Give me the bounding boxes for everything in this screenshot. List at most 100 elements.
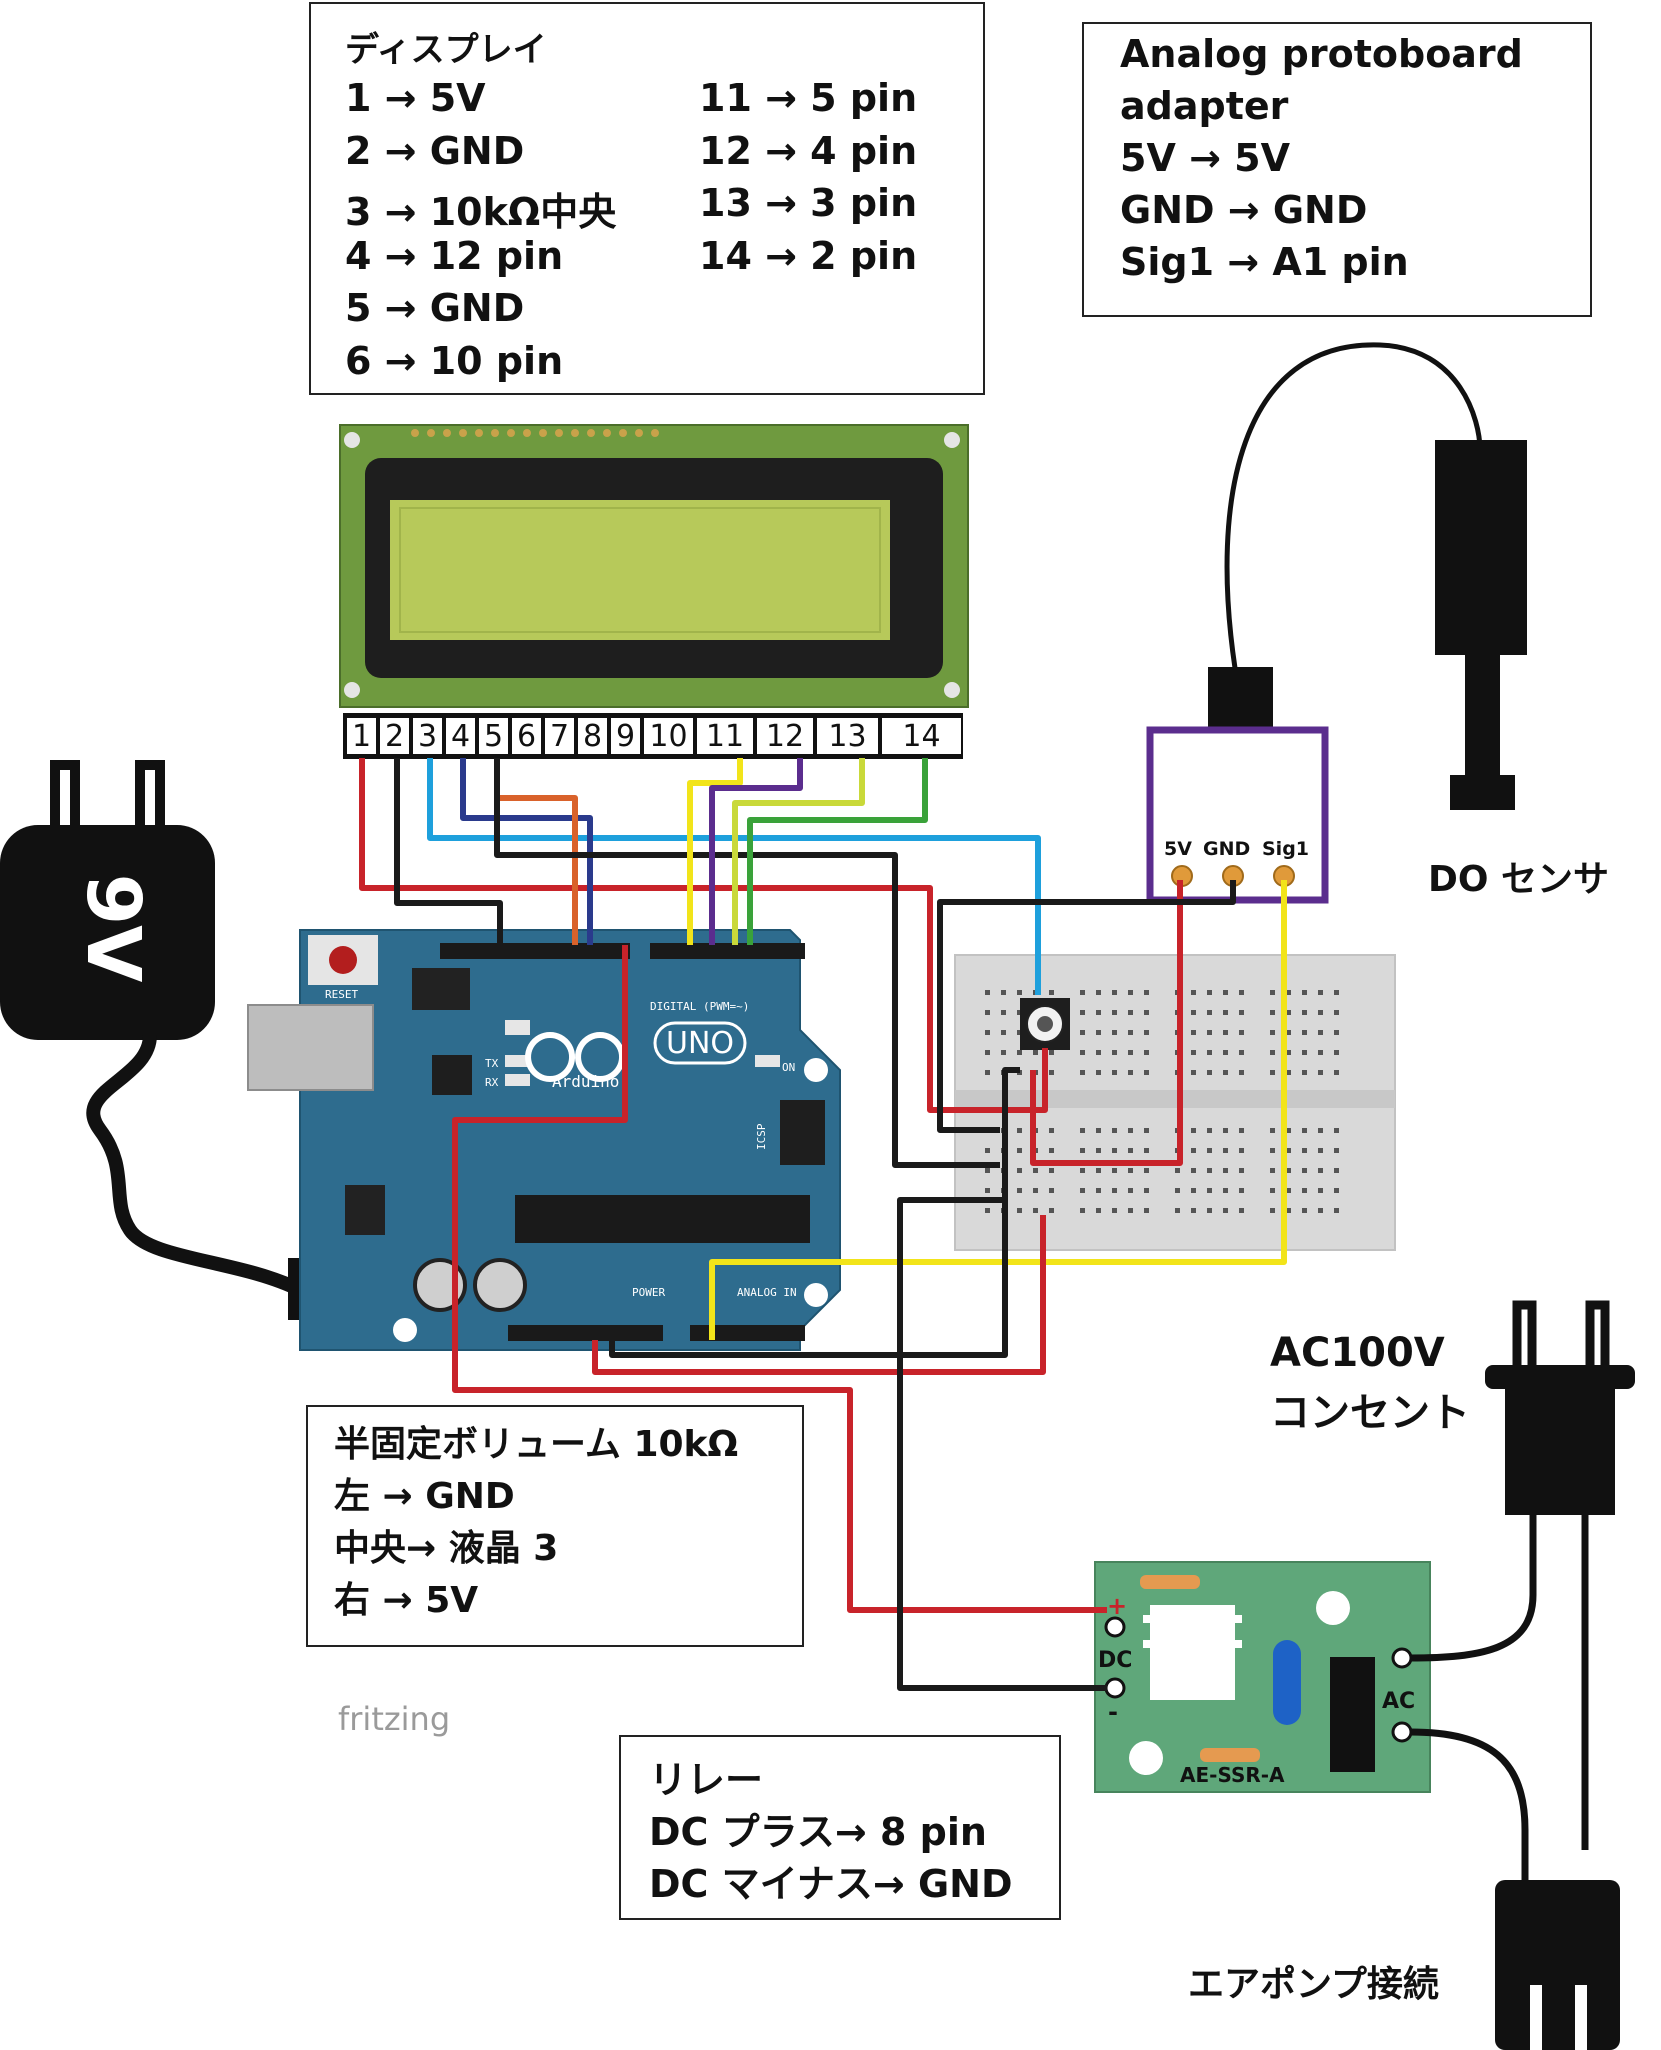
breadboard-hole — [1318, 1128, 1323, 1133]
potentiometer — [1020, 998, 1070, 1050]
display-left-line-2: 2 → GND — [345, 128, 525, 173]
breadboard-hole — [1207, 1168, 1212, 1173]
relay-line-2: DC プラス→ 8 pin — [649, 1810, 987, 1854]
breadboard-hole — [1286, 1188, 1291, 1193]
breadboard-hole — [1191, 1030, 1196, 1035]
arduino-rx-label: RX — [485, 1076, 499, 1089]
lcd-pin-box — [413, 718, 442, 754]
breadboard-hole — [1318, 1168, 1323, 1173]
breadboard-hole — [1175, 1208, 1180, 1213]
lcd-pin-box — [446, 718, 475, 754]
arduino-icsp-label: ICSP — [755, 1123, 768, 1150]
relay-name-label: AE-SSR-A — [1180, 1763, 1285, 1787]
breadboard-hole — [1080, 1208, 1085, 1213]
breadboard-hole — [1286, 1148, 1291, 1153]
lcd-top-pin — [619, 429, 627, 437]
breadboard-hole — [1080, 1168, 1085, 1173]
lcd-pin-label: 3 — [418, 719, 437, 754]
breadboard-hole — [1128, 1148, 1133, 1153]
yellow-wire — [687, 758, 743, 945]
adapter-line-2: adapter — [1120, 84, 1289, 128]
breadboard-hole — [1207, 1010, 1212, 1015]
breadboard-hole — [1191, 1168, 1196, 1173]
relay-line-3: DC マイナス→ GND — [649, 1862, 1013, 1906]
display-right-line-2: 12 → 4 pin — [699, 128, 918, 173]
relay-line-1: リレー — [649, 1758, 764, 1802]
breadboard-hole — [1318, 1148, 1323, 1153]
wires — [359, 758, 1287, 1691]
breadboard-hole — [1112, 1030, 1117, 1035]
air-pump-label: エアポンプ接続 — [1188, 1964, 1439, 2005]
breadboard-hole — [1302, 990, 1307, 995]
relay-module: + DC - AC AE-SSR-A — [1094, 1561, 1431, 1793]
lcd-pin-box — [697, 718, 753, 754]
breadboard-hole — [1128, 1188, 1133, 1193]
volume-line-1: 半固定ボリューム 10kΩ — [334, 1424, 739, 1465]
breadboard-hole — [1207, 1050, 1212, 1055]
lcd-top-pin — [523, 429, 531, 437]
display-right-line-4: 14 → 2 pin — [699, 233, 918, 278]
do-sensor-label: DO センサ — [1428, 859, 1610, 900]
adapter-pin-5v: 5V — [1164, 838, 1192, 860]
breadboard-hole — [1112, 1050, 1117, 1055]
relay-ac-label: AC — [1382, 1689, 1415, 1714]
black-wire — [937, 880, 1236, 1133]
breadboard-hole — [1112, 1148, 1117, 1153]
green-wire — [747, 758, 928, 945]
breadboard-hole — [985, 1168, 990, 1173]
display-left-line-4: 4 → 12 pin — [345, 233, 564, 278]
lcd-pin-box — [611, 718, 640, 754]
breadboard-hole — [1223, 1148, 1228, 1153]
breadboard-hole — [1270, 1128, 1275, 1133]
breadboard-hole — [1112, 1168, 1117, 1173]
breadboard-hole — [1049, 1168, 1054, 1173]
breadboard-hole — [1270, 1168, 1275, 1173]
breadboard-hole — [1128, 990, 1133, 995]
lcd-top-pin — [443, 429, 451, 437]
breadboard-hole — [1144, 1030, 1149, 1035]
lcd-top-pin — [587, 429, 595, 437]
breadboard-hole — [1001, 1030, 1006, 1035]
breadboard-hole — [1334, 1010, 1339, 1015]
breadboard-hole — [1286, 990, 1291, 995]
lcd-pin-label: 9 — [616, 719, 635, 754]
breadboard-hole — [1270, 1030, 1275, 1035]
breadboard-hole — [1112, 1128, 1117, 1133]
breadboard-hole — [1334, 1208, 1339, 1213]
relay-info-box: リレー DC プラス→ 8 pin DC マイナス→ GND — [619, 1735, 1061, 1920]
breadboard-hole — [1223, 1030, 1228, 1035]
breadboard-hole — [1144, 1050, 1149, 1055]
analog-adapter: 5V GND Sig1 — [1146, 667, 1329, 904]
breadboard-hole — [1239, 1030, 1244, 1035]
breadboard-hole — [1239, 1188, 1244, 1193]
breadboard-hole — [1080, 1128, 1085, 1133]
breadboard-hole — [1080, 1070, 1085, 1075]
adapter-line-4: GND → GND — [1120, 188, 1368, 232]
lcd-top-pin — [475, 429, 483, 437]
breadboard-hole — [985, 1208, 990, 1213]
display-right-line-3: 13 → 3 pin — [699, 181, 918, 225]
do-sensor — [1224, 342, 1527, 810]
breadboard-hole — [985, 1070, 990, 1075]
breadboard-hole — [1239, 1208, 1244, 1213]
breadboard-hole — [1144, 1070, 1149, 1075]
breadboard-hole — [1033, 1188, 1038, 1193]
ac-plug-label-line1: AC100V — [1270, 1330, 1445, 1376]
lcd-pin-box — [644, 718, 693, 754]
breadboard-hole — [1270, 1208, 1275, 1213]
black-wire — [609, 1067, 1020, 1358]
lcd-top-pin — [635, 429, 643, 437]
breadboard-hole — [1049, 1208, 1054, 1213]
volume-line-3: 中央→ 液晶 3 — [334, 1528, 559, 1569]
lcd-top-pin — [507, 429, 515, 437]
arduino-power-label: POWER — [632, 1286, 665, 1299]
lcd-pin-label: 7 — [550, 719, 569, 754]
arduino-on-label: ON — [782, 1061, 795, 1074]
breadboard-hole — [1144, 990, 1149, 995]
breadboard-hole — [1334, 1128, 1339, 1133]
breadboard-hole — [1334, 1050, 1339, 1055]
breadboard-hole — [1112, 1010, 1117, 1015]
lcd-pin-label: 14 — [902, 719, 940, 754]
